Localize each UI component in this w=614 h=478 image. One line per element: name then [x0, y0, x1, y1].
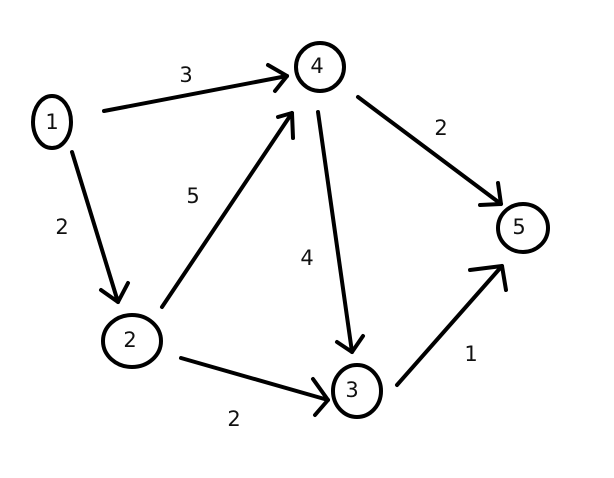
edge-1-to-2-line [70, 150, 120, 304]
edge-3-to-5: 1 [395, 264, 508, 387]
edge-2-to-3-weight: 2 [227, 407, 240, 431]
edge-4-to-3-line [316, 110, 354, 354]
edge-4-to-5: 2 [356, 95, 503, 207]
node-2-circle [101, 313, 163, 369]
node-2: 2 [101, 313, 163, 369]
edge-1-to-4-line [102, 74, 289, 113]
edge-4-to-3: 4 [300, 110, 365, 354]
edge-2-to-4-arrowhead [276, 111, 295, 140]
node-5-circle [496, 202, 550, 254]
edge-3-to-5-arrowhead [468, 264, 508, 292]
edge-4-to-3-arrowhead [335, 334, 365, 354]
node-5: 5 [496, 202, 550, 254]
edge-2-to-4-weight: 5 [186, 184, 199, 208]
node-4: 4 [294, 41, 346, 93]
node-3-circle [331, 363, 383, 419]
node-3: 3 [331, 363, 383, 419]
node-1-circle [31, 94, 73, 150]
node-1: 1 [31, 94, 73, 150]
edge-1-to-4-arrowhead [266, 63, 289, 93]
edge-1-to-2-weight: 2 [55, 215, 68, 239]
edge-4-to-5-line [356, 95, 503, 206]
edge-2-to-4-line [160, 111, 294, 309]
edge-4-to-5-arrowhead [478, 181, 503, 207]
edge-3-to-5-line [395, 264, 504, 387]
node-2-label: 2 [123, 328, 136, 352]
edge-4-to-5-weight: 2 [434, 116, 447, 140]
node-4-circle [294, 41, 346, 93]
edge-1-to-2: 2 [55, 150, 130, 304]
node-3-label: 3 [345, 378, 358, 402]
edge-2-to-3: 2 [179, 356, 330, 431]
edge-1-to-4-weight: 3 [179, 63, 192, 87]
node-1-label: 1 [45, 110, 58, 134]
node-4-label: 4 [310, 54, 323, 78]
edge-2-to-4: 5 [160, 111, 295, 309]
edge-4-to-3-weight: 4 [300, 246, 313, 270]
node-5-label: 5 [512, 215, 525, 239]
edge-1-to-4: 3 [102, 63, 289, 113]
edge-3-to-5-weight: 1 [464, 342, 477, 366]
edge-2-to-3-arrowhead [311, 377, 330, 417]
edge-2-to-3-line [179, 356, 330, 402]
edge-1-to-2-arrowhead [99, 281, 130, 304]
